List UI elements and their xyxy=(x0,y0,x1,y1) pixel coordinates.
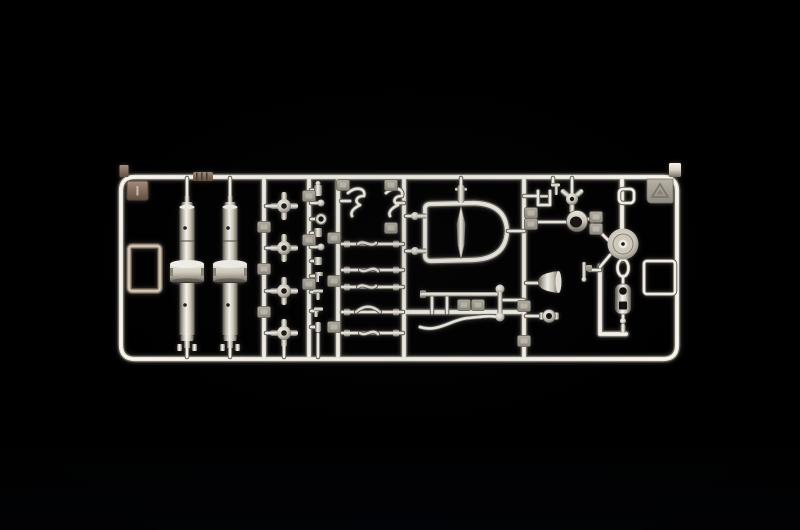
part-number-tag xyxy=(302,234,316,246)
ball-joint-top xyxy=(495,284,505,294)
shackle-square-hole xyxy=(619,301,627,310)
part-number-tag xyxy=(257,306,271,318)
part-number-tag xyxy=(471,299,485,311)
windshield-section xyxy=(411,185,467,260)
rod-end xyxy=(393,266,399,274)
top-right-stub xyxy=(669,163,681,177)
u-bracket-pin xyxy=(540,194,548,198)
knurl-ridge xyxy=(196,172,198,181)
ball-pin xyxy=(317,199,325,207)
rod-end xyxy=(393,240,399,248)
letter-plate: I xyxy=(126,180,149,201)
three-arm-knuckle xyxy=(560,188,584,213)
ring-knuckle xyxy=(539,309,559,323)
uj-cross-part xyxy=(270,319,298,347)
rod-end xyxy=(393,283,399,291)
angle-fitting-leg xyxy=(314,311,318,317)
steering-rod-highlight xyxy=(422,292,498,294)
axle-shaft-part xyxy=(170,196,204,351)
axle-shafts xyxy=(170,196,247,351)
rod-end xyxy=(344,308,350,316)
t-fitting-stem xyxy=(316,293,320,300)
shackle-plate xyxy=(615,283,631,315)
cylinder-pin xyxy=(314,185,322,196)
mold-tabs: I xyxy=(119,163,681,294)
part-number-tag xyxy=(327,275,341,287)
uj-cross-part xyxy=(270,192,298,220)
part-number-tag xyxy=(384,222,398,234)
left-open-rectangle-tab xyxy=(126,243,163,294)
rod-end xyxy=(344,283,350,291)
block-fitting xyxy=(314,257,322,265)
uj-cross-part xyxy=(270,277,298,305)
ball-pin xyxy=(317,243,325,251)
axle-shaft-part xyxy=(213,196,247,351)
tie-rods xyxy=(344,240,399,337)
flag-pin xyxy=(581,262,592,282)
right-parts-cluster xyxy=(538,183,639,333)
sprue-letter: I xyxy=(136,183,140,199)
universal-joint-crosses xyxy=(270,192,298,347)
top-cylinder-part xyxy=(457,185,465,203)
ball-joint-bottom xyxy=(495,312,505,322)
chrome-sprue: I xyxy=(119,163,681,359)
ball-link-shaft xyxy=(497,292,503,315)
small-fittings-column xyxy=(313,181,327,332)
recycling-triangle-icon xyxy=(650,182,670,198)
l-fitting xyxy=(315,272,323,282)
part-number-tag xyxy=(524,207,538,219)
part-number-tag xyxy=(384,179,398,191)
pin-head xyxy=(315,181,321,186)
wheel-drum xyxy=(607,228,639,260)
part-number-tag xyxy=(257,263,271,275)
top-left-stub xyxy=(119,165,129,177)
part-number-tag xyxy=(524,218,538,230)
part-number-tag xyxy=(589,223,603,235)
rod-end xyxy=(344,240,350,248)
part-number-tag xyxy=(302,278,316,290)
part-number-tag xyxy=(589,211,603,223)
rod-end xyxy=(344,329,350,337)
part-number-tag xyxy=(327,232,341,244)
part-number-tag xyxy=(457,299,471,311)
part-number-tag xyxy=(517,335,531,347)
bell-housing xyxy=(538,271,562,293)
gate-knurl xyxy=(193,172,213,181)
steering-rod-group xyxy=(420,284,505,322)
tie-rod-fittings xyxy=(344,240,399,337)
ring-hole xyxy=(318,216,324,222)
t-fitting-bar xyxy=(313,289,323,293)
t-pin-stem xyxy=(554,186,558,195)
shackle-round-hole xyxy=(619,287,627,295)
rod-end xyxy=(393,329,399,337)
windshield-center-divider xyxy=(456,205,466,260)
recycling-triangle-plate xyxy=(646,178,674,204)
part-number-tag xyxy=(517,300,531,312)
t-pin-bar xyxy=(551,183,560,187)
knurl-ridge xyxy=(201,172,203,181)
small-pin xyxy=(315,322,321,332)
part-number-tag xyxy=(257,221,271,233)
small-end-pin xyxy=(620,318,626,333)
part-number-tag xyxy=(336,179,350,191)
rod-end xyxy=(393,308,399,316)
cup-housing xyxy=(566,210,592,232)
block-fitting xyxy=(314,228,322,237)
part-number-tag xyxy=(302,190,316,202)
angle-fitting xyxy=(314,307,323,311)
knurl-ridge xyxy=(206,172,208,181)
tie-rod-waves xyxy=(353,240,383,337)
recycling-triangle-inner xyxy=(656,189,664,195)
uj-cross-part xyxy=(270,234,298,262)
part-number-tag xyxy=(327,321,341,333)
rod-end xyxy=(344,266,350,274)
